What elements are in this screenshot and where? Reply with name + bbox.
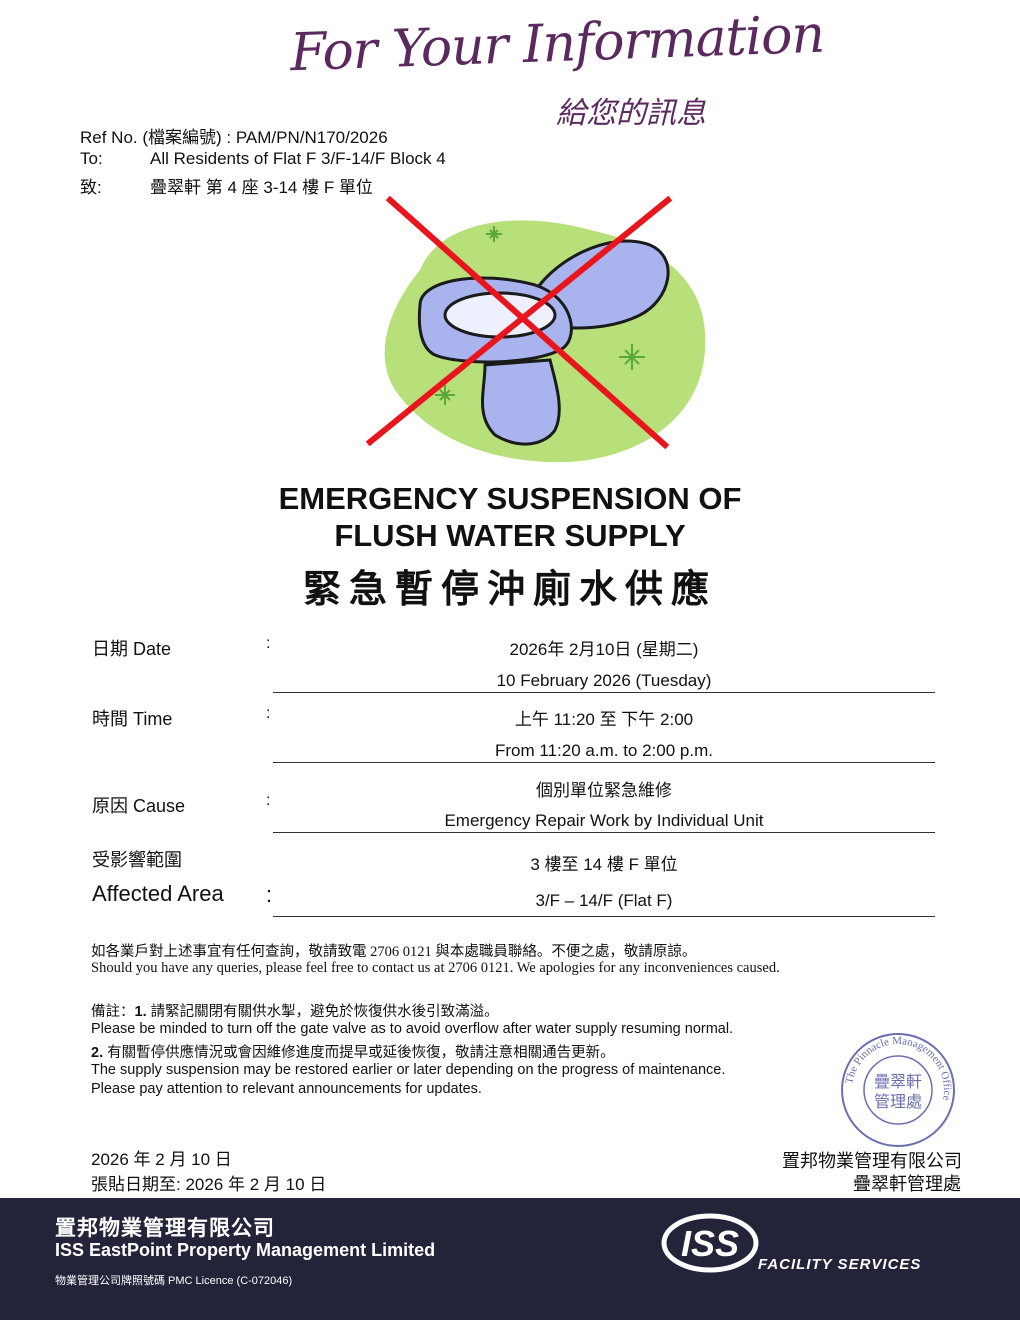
to-value-zh: 疊翠軒 第 4 座 3-14 樓 F 單位 (150, 178, 373, 197)
iss-logo-text: ISS (681, 1223, 739, 1264)
date-value-zh: 2026年 2月10日 (星期二) (509, 640, 699, 659)
remark-2-en-line2: Please pay attention to relevant announc… (91, 1081, 482, 1097)
footer-licence: 物業管理公司牌照號碼 PMC Licence (C-072046) (55, 1275, 293, 1287)
divider-date (273, 692, 935, 693)
cause-value-en: Emergency Repair Work by Individual Unit (444, 811, 764, 830)
cause-label: 原因 Cause (92, 796, 186, 816)
date-label: 日期 Date (92, 639, 172, 659)
posting-end-date: 張貼日期至: 2026 年 2 月 10 日 (91, 1175, 327, 1194)
remark-1-en: Please be minded to turn off the gate va… (91, 1021, 734, 1037)
sparkle-icon (435, 226, 645, 405)
remark-2-en-line1: The supply suspension may be restored ea… (91, 1062, 726, 1078)
footer-company-zh: 置邦物業管理有限公司 (55, 1217, 275, 1240)
remark-prefix: 備註： (91, 1004, 135, 1020)
to-value: All Residents of Flat F 3/F-14/F Block 4 (150, 149, 446, 168)
to-label-zh: 致: (80, 178, 102, 197)
date-colon: : (266, 635, 271, 652)
footer-tagline: FACILITY SERVICES (758, 1256, 922, 1273)
remark-2-zh: 2. 有關暫停供應情況或會因維修進度而提早或延後恢復，敬請注意相關通告更新。 (91, 1041, 615, 1062)
cause-colon: : (266, 792, 271, 809)
enquiry-text-zh: 如各業戶對上述事宜有任何查詢，敬請致電 2706 0121 與本處職員聯絡。不便… (91, 944, 697, 960)
iss-logo: ISS (661, 1213, 759, 1273)
time-label: 時間 Time (92, 709, 173, 729)
area-label-zh: 受影響範圍 (92, 850, 182, 870)
remark-1-number: 1. (134, 1004, 147, 1020)
banner-title: For Your Information (289, 4, 825, 84)
no-flush-toilet-illustration (365, 195, 706, 463)
area-label-en: Affected Area (92, 881, 224, 906)
remark-2-text-zh: 有關暫停供應情況或會因維修進度而提早或延後恢復，敬請注意相關通告更新。 (103, 1045, 615, 1061)
footer-company-en: ISS EastPoint Property Management Limite… (55, 1240, 436, 1260)
remark-1-text-zh: 請緊記關閉有關供水掣，避免於恢復供水後引致滿溢。 (146, 1004, 499, 1020)
management-office-stamp: The Pinnacle Management Office 疊翠軒 管理處 (841, 1033, 955, 1147)
date-value-en: 10 February 2026 (Tuesday) (496, 671, 712, 690)
stamp-center-text-2: 管理處 (874, 1092, 922, 1111)
enquiry-text-en: Should you have any queries, please feel… (91, 960, 780, 976)
remark-2-number: 2. (91, 1045, 104, 1061)
notice-title-zh: 緊急暫停沖廁水供應 (302, 569, 717, 611)
notice-title-line2: FLUSH WATER SUPPLY (334, 518, 686, 553)
time-value-zh: 上午 11:20 至 下午 2:00 (514, 710, 694, 729)
area-value-zh: 3 樓至 14 樓 F 單位 (530, 855, 678, 874)
toilet-icon (417, 239, 670, 446)
ref-number: Ref No. (檔案編號) : PAM/PN/N170/2026 (80, 128, 388, 147)
divider-area (273, 916, 935, 917)
to-label: To: (80, 149, 103, 168)
time-value-en: From 11:20 a.m. to 2:00 p.m. (495, 741, 713, 760)
area-colon: : (266, 882, 273, 907)
red-cross-icon (365, 195, 673, 450)
remark-1-zh: 備註：1. 請緊記關閉有關供水掣，避免於恢復供水後引致滿溢。 (91, 1000, 499, 1021)
cause-value-zh: 個別單位緊急維修 (536, 781, 672, 800)
notice-title-line1: EMERGENCY SUSPENSION OF (278, 481, 742, 516)
time-colon: : (266, 705, 271, 722)
area-value-en: 3/F – 14/F (Flat F) (535, 891, 673, 910)
banner-title-zh: 給您的訊息 (556, 96, 706, 131)
divider-time (273, 762, 935, 763)
issue-date: 2026 年 2 月 10 日 (91, 1150, 232, 1169)
signature-company: 置邦物業管理有限公司 (782, 1151, 962, 1171)
divider-cause (273, 832, 935, 833)
stamp-center-text: 疊翠軒 (874, 1072, 922, 1091)
footer-band: 置邦物業管理有限公司 ISS EastPoint Property Manage… (0, 1198, 1020, 1320)
signature-office: 疊翠軒管理處 (853, 1174, 961, 1194)
